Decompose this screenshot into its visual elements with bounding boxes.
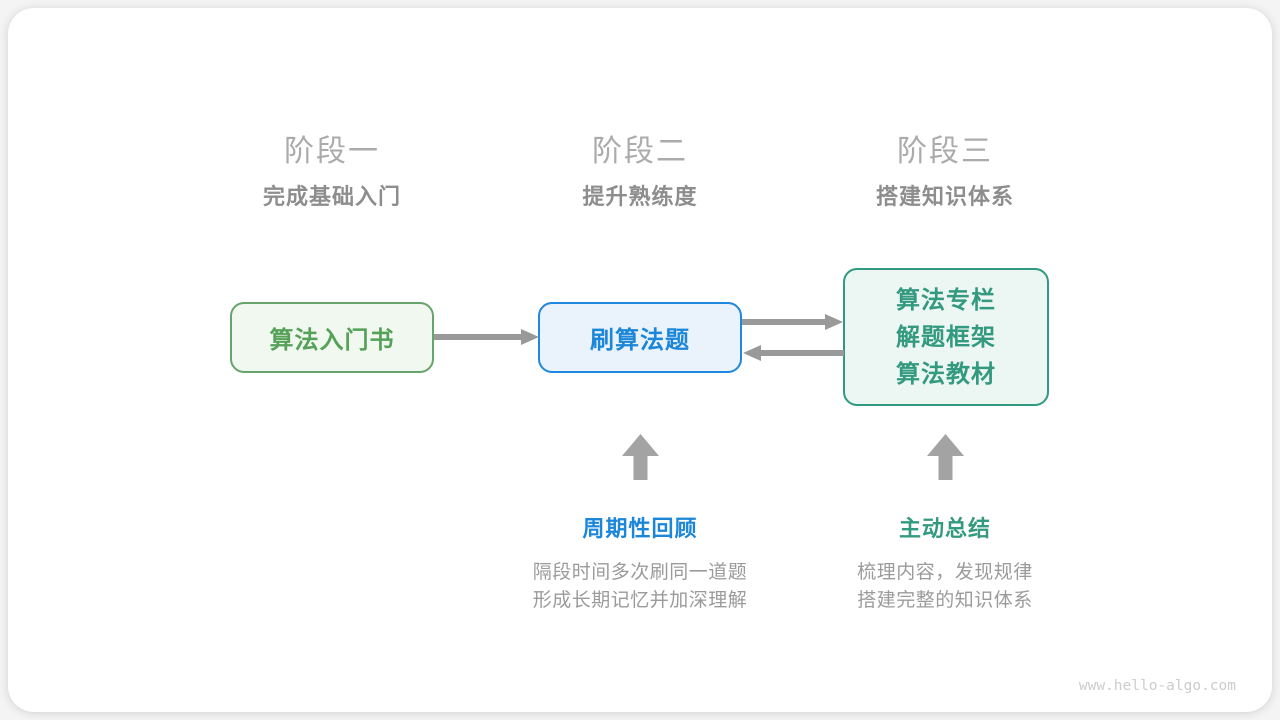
- node-intro-book: 算法入门书: [230, 302, 434, 373]
- arrow-right-icon: [742, 314, 843, 330]
- stage-3-subtitle: 搭建知识体系: [875, 184, 1014, 209]
- annotation-review-desc: 隔段时间多次刷同一道题 形成长期记忆并加深理解: [480, 559, 800, 614]
- stage-1-title: 阶段一: [284, 135, 380, 168]
- node-resources-line-1: 算法专栏: [896, 286, 996, 314]
- node-practice-label: 刷算法题: [590, 327, 690, 354]
- annotation-review-desc-line-1: 隔段时间多次刷同一道题: [532, 562, 748, 583]
- node-intro-book-label: 算法入门书: [269, 327, 395, 354]
- stage-2-title: 阶段二: [592, 135, 688, 168]
- annotation-review-desc-line-2: 形成长期记忆并加深理解: [532, 589, 748, 611]
- annotation-review-title: 周期性回顾: [582, 516, 698, 541]
- stage-2-subtitle: 提升熟练度: [582, 184, 698, 209]
- stage-1-subtitle: 完成基础入门: [262, 184, 401, 209]
- stage-3-title: 阶段三: [897, 135, 993, 168]
- annotation-summary-title: 主动总结: [898, 516, 991, 541]
- watermark-url: www.hello-algo.com: [1078, 678, 1236, 694]
- node-resources-line-2: 解题框架: [896, 323, 996, 351]
- arrow-right-icon: [434, 329, 539, 345]
- arrow-up-icon: [927, 434, 964, 480]
- annotation-summary-desc-line-2: 搭建完整的知识体系: [857, 589, 1033, 611]
- node-resources: 算法专栏 解题框架 算法教材: [843, 268, 1049, 406]
- arrow-left-icon: [743, 345, 844, 361]
- node-resources-line-3: 算法教材: [896, 360, 996, 388]
- arrow-up-icon: [622, 434, 659, 480]
- node-practice: 刷算法题: [538, 302, 742, 373]
- annotation-summary-desc-line-1: 梳理内容，发现规律: [857, 562, 1033, 583]
- annotation-summary-desc: 梳理内容，发现规律 搭建完整的知识体系: [785, 559, 1105, 614]
